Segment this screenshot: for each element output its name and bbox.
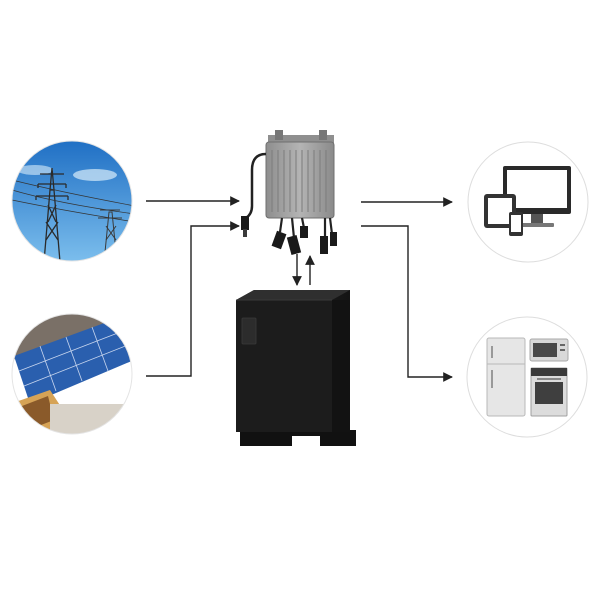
home-appliances-icon — [466, 316, 588, 438]
battery-storage-cabinet-icon — [236, 290, 356, 446]
micro-inverter-icon — [241, 130, 337, 255]
computer-devices-icon — [467, 141, 589, 263]
arrow-solar-to-inverter — [146, 221, 240, 377]
solar-panel-roof-icon — [11, 313, 133, 435]
arrow-inverter-to-appliances — [361, 225, 453, 382]
power-grid-tower-icon — [11, 140, 133, 262]
